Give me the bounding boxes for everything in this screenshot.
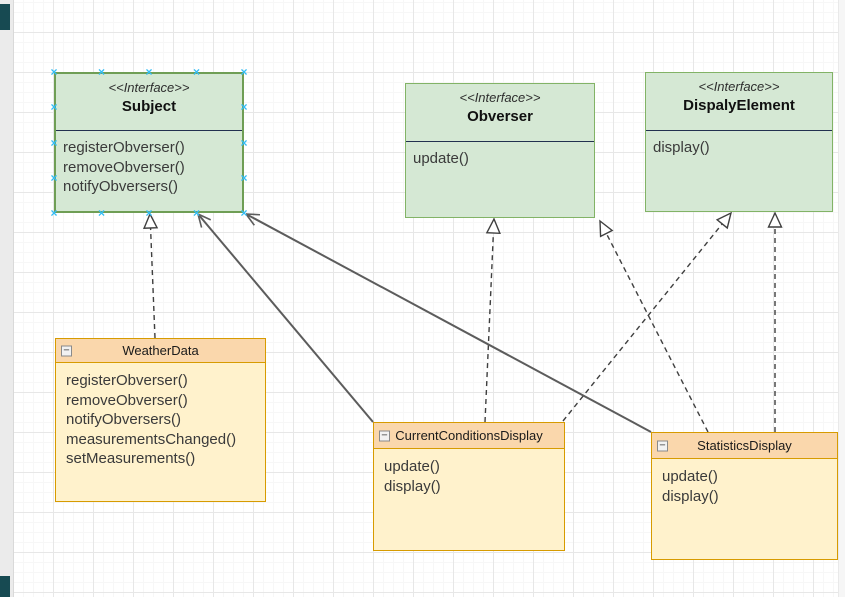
selection-handle-icon[interactable]: × [97,205,106,220]
class-name-label: CurrentConditionsDisplay [395,428,543,443]
class-statisticsdisplay[interactable]: − StatisticsDisplay update() display() [651,432,838,560]
left-edge-bar-bottom[interactable] [0,576,10,597]
method-label: registerObverser() [63,139,185,156]
method-label: notifyObversers() [63,178,179,195]
selection-handle-icon[interactable]: × [97,64,106,79]
selection-handle-icon[interactable]: × [145,64,153,79]
method-label: update() [662,468,718,485]
selection-handle-icon[interactable]: × [240,205,248,220]
stereotype-label: <<Interface>> [459,90,541,105]
method-label: update() [413,150,469,167]
selection-handle-icon[interactable]: × [50,205,58,220]
class-subject-title: <<Interface>> Subject [56,74,242,131]
class-obverser[interactable]: <<Interface>> Obverser update() [405,83,595,218]
selection-handle-icon[interactable]: × [240,100,248,115]
class-weatherdata-methods: registerObverser() removeObverser() noti… [56,363,265,469]
class-currentconditionsdisplay-header: − CurrentConditionsDisplay [374,423,564,449]
right-scrollbar-track[interactable] [838,0,845,597]
method-label: display() [662,487,719,505]
stereotype-label: <<Interface>> [698,79,780,94]
method-label: display() [384,477,441,495]
class-subject[interactable]: <<Interface>> Subject registerObverser()… [54,72,244,213]
class-statisticsdisplay-methods: update() display() [652,459,837,506]
class-currentconditionsdisplay-methods: update() display() [374,449,564,496]
selection-handle-icon[interactable]: × [240,170,248,185]
method-label: measurementsChanged() [66,430,237,448]
selection-handle-icon[interactable]: × [240,64,248,79]
class-obverser-methods: update() [406,142,594,169]
selection-handle-icon[interactable]: × [50,135,58,150]
left-edge-bar-top[interactable] [0,4,10,30]
class-dispalyelement-title: <<Interface>> DispalyElement [646,73,832,131]
selection-handle-icon[interactable]: × [50,170,58,185]
method-label: update() [384,458,440,475]
class-name-label: Obverser [467,108,533,125]
collapse-icon[interactable]: − [61,345,72,356]
collapse-icon[interactable]: − [657,440,668,451]
method-label: registerObverser() [66,372,188,389]
class-name-label: StatisticsDisplay [697,438,792,453]
selection-handle-icon[interactable]: × [240,135,248,150]
class-dispalyelement[interactable]: <<Interface>> DispalyElement display() [645,72,833,212]
class-weatherdata[interactable]: − WeatherData registerObverser() removeO… [55,338,266,502]
method-label: removeObverser() [63,158,185,176]
class-obverser-title: <<Interface>> Obverser [406,84,594,142]
selection-handle-icon[interactable]: × [145,205,153,220]
selection-handle-icon[interactable]: × [192,64,201,79]
method-label: notifyObversers() [66,411,182,428]
collapse-icon[interactable]: − [379,430,390,441]
stereotype-label: <<Interface>> [108,80,190,95]
class-dispalyelement-methods: display() [646,131,832,158]
class-name-label: WeatherData [122,343,199,358]
method-label: setMeasurements() [66,450,196,467]
class-name-label: DispalyElement [683,97,795,114]
selection-handle-icon[interactable]: × [50,64,58,79]
class-statisticsdisplay-header: − StatisticsDisplay [652,433,837,459]
class-subject-methods: registerObverser() removeObverser() noti… [56,131,242,197]
selection-handle-icon[interactable]: × [192,205,201,220]
selection-handle-icon[interactable]: × [50,100,58,115]
class-currentconditionsdisplay[interactable]: − CurrentConditionsDisplay update() disp… [373,422,565,551]
method-label: removeObverser() [66,391,188,409]
left-gutter [0,0,14,597]
class-weatherdata-header: − WeatherData [56,339,265,363]
class-name-label: Subject [121,98,177,115]
method-label: display() [653,139,710,156]
